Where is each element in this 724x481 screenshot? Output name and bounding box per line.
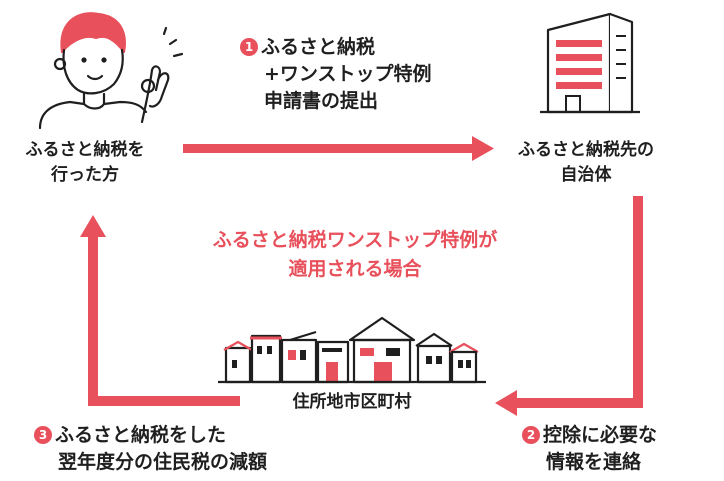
arrow-residence-to-donor: [80, 215, 240, 406]
donor-label: ふるさと納税を 行った方: [20, 138, 150, 188]
office-building-icon: [540, 12, 640, 114]
donor-label-line2: 行った方: [51, 165, 119, 185]
donor-label-line1: ふるさと納税を: [25, 140, 145, 160]
step1-line1: ふるさと納税: [261, 36, 376, 58]
step3-line1: ふるさと納税をした: [55, 424, 227, 446]
arrow-submit-to-municipality: [183, 136, 494, 161]
step2-line1: 控除に必要な: [543, 424, 658, 446]
step2-line2: 情報を連絡: [546, 451, 642, 473]
houses-town-icon: [218, 316, 486, 384]
step3-number-badge: 3: [34, 426, 52, 444]
step1-line2: +ワンストップ特例: [264, 63, 432, 85]
step1-number-badge: 1: [240, 38, 258, 56]
residence-label: 住所地市区町村: [292, 392, 412, 412]
step2-number-badge: 2: [522, 426, 540, 444]
municipality-label-line2: 自治体: [560, 165, 612, 185]
municipality-label: ふるさと納税先の 自治体: [506, 138, 666, 188]
municipality-label-line1: ふるさと納税先の: [518, 140, 654, 160]
step3-line2: 翌年度分の住民税の減額: [58, 451, 268, 473]
center-note-line2: 適用される場合: [288, 258, 422, 280]
step1-line3: 申請書の提出: [264, 90, 379, 112]
person-ok-gesture-icon: [38, 12, 184, 130]
arrow-municipality-to-residence: [495, 196, 643, 416]
center-note-line1: ふるさと納税ワンストップ特例が: [212, 229, 498, 251]
center-note: ふるさと納税ワンストップ特例が 適用される場合: [170, 226, 540, 284]
